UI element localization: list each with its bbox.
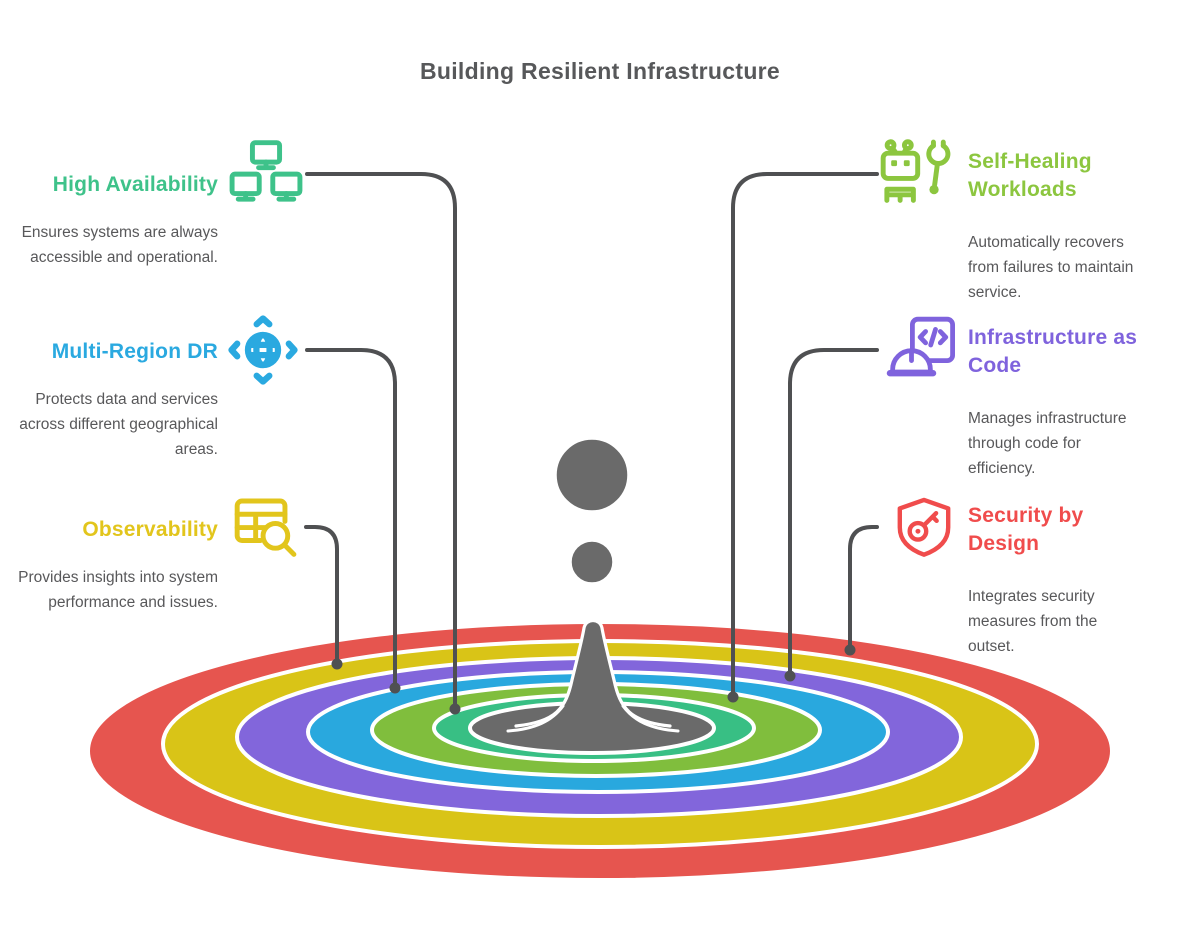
puddle-accent-left — [506, 704, 565, 733]
connector-observability — [304, 525, 339, 663]
item-description: Automatically recovers from failures to … — [968, 234, 1134, 301]
dot-high-availability — [449, 703, 461, 715]
item-description: Protects data and services across differ… — [19, 391, 218, 458]
page-title: Building Resilient Infrastructure — [419, 58, 781, 84]
splash-outline — [514, 618, 672, 728]
dot-self-healing — [727, 691, 739, 703]
item-label: Multi-Region DR — [51, 340, 218, 363]
item-description: Provides insights into system performanc… — [18, 569, 218, 611]
globe-arrows-icon — [228, 315, 298, 385]
connector-self-healing — [731, 172, 879, 696]
item-description: Integrates security measures from the ou… — [968, 588, 1098, 655]
item-label: High Availability — [52, 173, 218, 196]
connector-security-by-design — [848, 525, 879, 649]
item-observability: Observability Provides insights into sys… — [18, 515, 218, 615]
item-label: Security by Design — [968, 504, 1084, 555]
table-search-icon — [234, 498, 297, 557]
item-multi-region-dr: Multi-Region DR Protects data and servic… — [18, 337, 218, 462]
connector-dots — [331, 644, 856, 715]
item-high-availability: High Availability Ensures systems are al… — [18, 170, 218, 270]
connector-infrastructure-as-code — [788, 348, 879, 675]
connector-high-availability — [305, 172, 457, 708]
item-description: Manages infrastructure through code for … — [968, 410, 1127, 477]
item-label: Infrastructure as Code — [968, 326, 1138, 377]
puddle-accent-right — [621, 704, 680, 733]
droplet-large — [553, 436, 631, 514]
robot-wrench-icon — [880, 139, 951, 203]
water-splash — [506, 436, 680, 733]
item-label: Self-Healing Workloads — [968, 150, 1092, 201]
item-description: Ensures systems are always accessible an… — [21, 224, 218, 266]
connectors — [304, 172, 879, 708]
connector-multi-region-dr — [305, 348, 397, 687]
monitors-network-icon — [229, 140, 303, 202]
dot-observability — [331, 658, 343, 670]
item-self-healing-workloads: Self-Healing Workloads Automatically rec… — [968, 148, 1146, 305]
droplet-small — [568, 538, 616, 586]
splash-column — [516, 620, 670, 732]
dot-security-by-design — [844, 644, 856, 656]
item-label: Observability — [82, 518, 218, 541]
dot-infrastructure-as-code — [784, 670, 796, 682]
item-infrastructure-as-code: Infrastructure as Code Manages infrastru… — [968, 324, 1146, 481]
shield-key-icon — [897, 497, 951, 557]
document-code-hardhat-icon — [886, 316, 955, 377]
item-security-by-design: Security by Design Integrates security m… — [968, 502, 1146, 659]
dot-multi-region-dr — [389, 682, 401, 694]
